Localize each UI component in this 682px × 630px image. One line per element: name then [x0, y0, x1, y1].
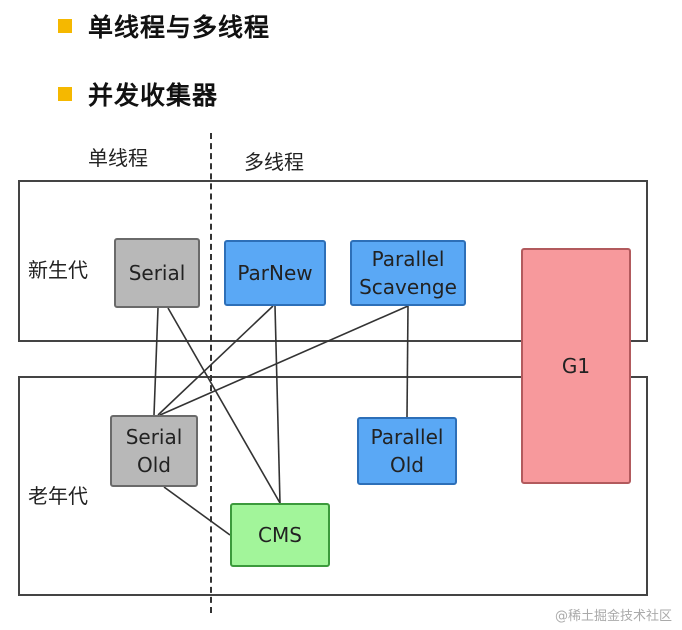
collector-label: G1	[561, 354, 591, 378]
old-gen-region	[18, 376, 648, 596]
collector-label: CMS	[258, 523, 302, 547]
collector-cms: CMS	[230, 503, 330, 567]
collector-label-line2: Old	[137, 453, 171, 477]
bullet-square-icon	[58, 19, 72, 33]
collector-parnew: ParNew	[224, 240, 326, 306]
connector-serial-to-cms	[167, 307, 281, 504]
collector-label-line1: Serial	[125, 425, 183, 449]
heading-text: 单线程与多线程	[88, 13, 271, 42]
row-label-young-gen: 新生代	[28, 258, 88, 282]
collector-label-line1: Parallel	[370, 425, 444, 449]
column-label-multi-thread: 多线程	[244, 150, 304, 174]
collector-parallel-old: Parallel Old	[357, 417, 457, 485]
connector-serial-to-serial_old	[153, 307, 159, 416]
connector-parallel_scavenge-to-parallel_old	[406, 305, 409, 418]
connector-parallel_scavenge-to-serial_old	[159, 305, 409, 416]
collector-label-line2: Scavenge	[359, 275, 457, 299]
watermark: @稀土掘金技术社区	[554, 609, 672, 624]
young-gen-region	[18, 180, 648, 342]
collector-label-line2: Old	[390, 453, 424, 477]
collector-serial-old: Serial Old	[110, 415, 198, 487]
heading-text: 并发收集器	[88, 81, 219, 110]
thread-divider-line	[210, 133, 212, 613]
connector-parnew-to-cms	[274, 305, 281, 504]
collector-serial: Serial	[114, 238, 200, 308]
collector-g1: G1	[521, 248, 631, 484]
collector-label-line1: Parallel	[371, 247, 445, 271]
column-label-single-thread: 单线程	[88, 146, 148, 170]
heading-single-multi-thread: 单线程与多线程	[58, 8, 270, 44]
collector-label: ParNew	[237, 261, 313, 285]
collector-parallel-scavenge: Parallel Scavenge	[350, 240, 466, 306]
connector-serial_old-to-cms	[163, 486, 231, 536]
row-label-old-gen: 老年代	[28, 484, 88, 508]
heading-concurrent-collectors: 并发收集器	[58, 76, 218, 112]
bullet-square-icon	[58, 87, 72, 101]
connector-parnew-to-serial_old	[157, 305, 274, 416]
collector-label: Serial	[128, 261, 186, 285]
